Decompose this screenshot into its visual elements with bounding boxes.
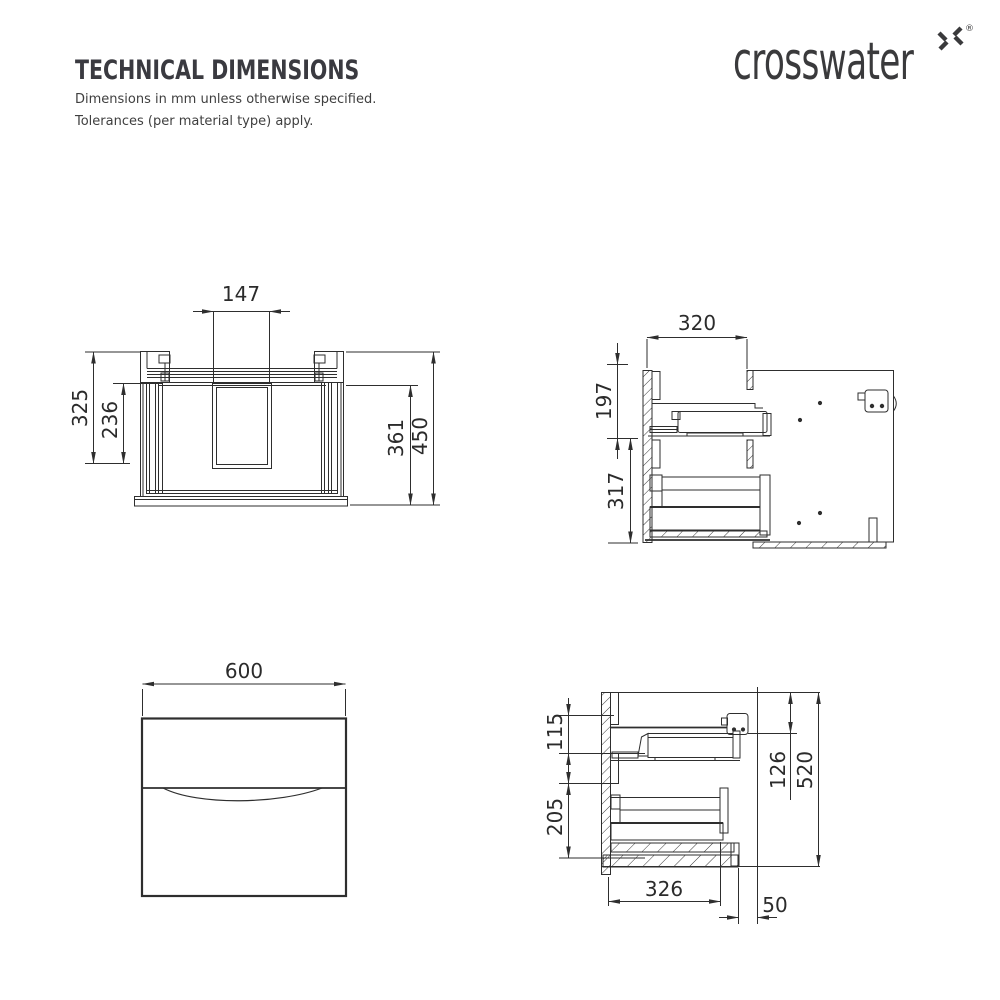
side-section-lower-drawing [559,687,821,924]
page-title: TECHNICAL DIMENSIONS [75,55,360,86]
dim-label-326: 326 [645,877,683,901]
side-section-upper-drawing [607,335,897,549]
dim-label-205: 205 [543,798,567,836]
dim-label-520: 520 [793,751,817,789]
front-view-drawing [140,681,348,898]
dim-label-600: 600 [225,659,263,683]
dim-label-325: 325 [68,389,92,427]
dim-label-320: 320 [678,311,716,335]
plan-view-drawing [85,309,440,507]
dim-label-361: 361 [384,419,408,457]
header: TECHNICAL DIMENSIONS [75,55,449,86]
brand-logo: crosswater ® [733,24,983,92]
dim-label-197: 197 [592,382,616,420]
subtitle-tolerances: Tolerances (per material type) apply. [75,114,314,129]
dim-label-317: 317 [604,472,628,510]
brand-x-icon [937,26,964,51]
registered-trademark: ® [965,24,974,34]
dim-label-126: 126 [766,751,790,789]
brand-wordmark: crosswater [733,32,914,92]
dim-label-236: 236 [98,401,122,439]
dim-label-450: 450 [408,417,432,455]
dim-label-115: 115 [543,713,567,751]
dim-label-147: 147 [222,282,260,306]
subtitle-units: Dimensions in mm unless otherwise specif… [75,92,377,107]
dim-label-50: 50 [762,893,787,917]
